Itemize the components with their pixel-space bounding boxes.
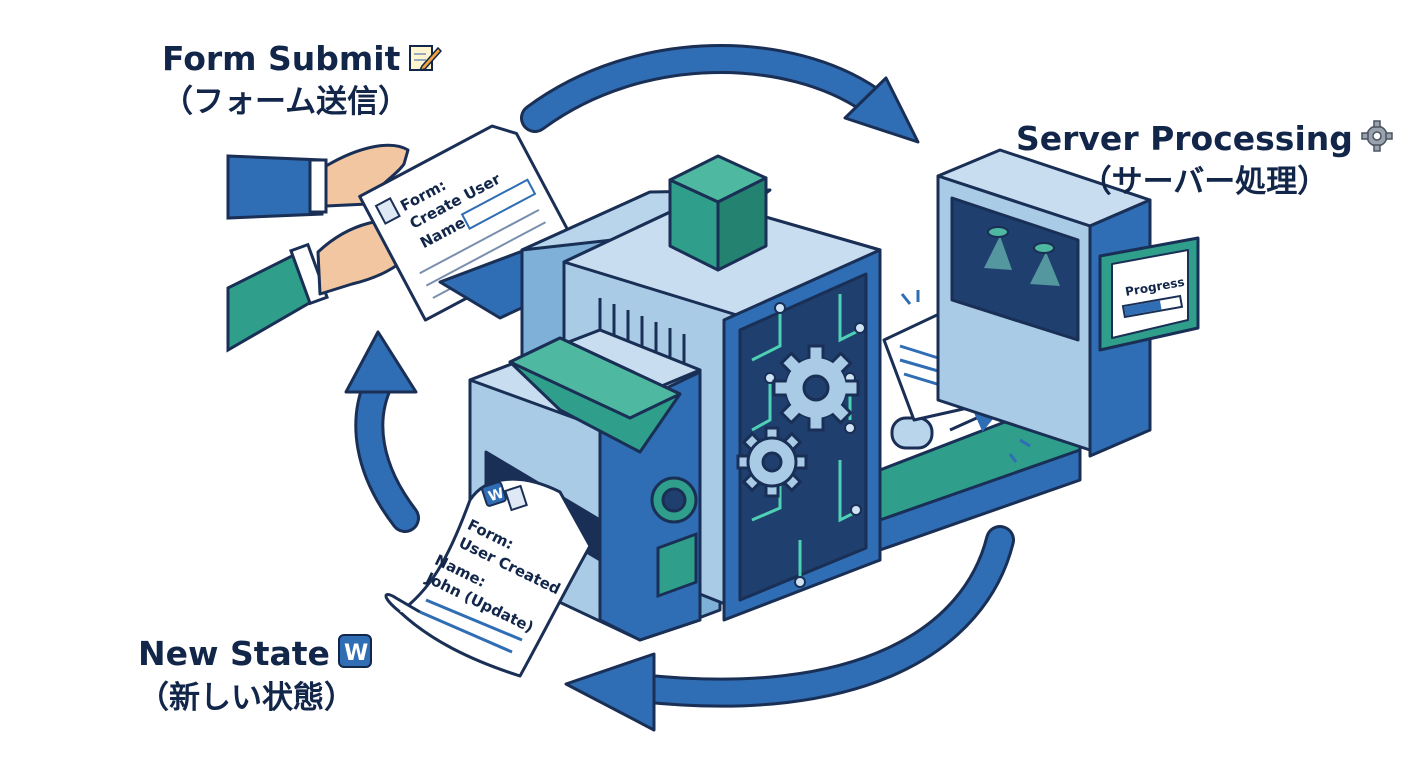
new-state-subtitle: （新しい状態） [138, 679, 355, 716]
input-form-paper: Form: Create User Name: [358, 124, 576, 322]
new-state-title: New State [138, 634, 330, 673]
server-processing-subtitle: （サーバー処理） [1080, 163, 1329, 200]
submitting-hands [226, 143, 418, 353]
name-input-box [460, 178, 537, 230]
progress-bar-fill [1124, 300, 1162, 316]
server-processing-label: Server Processing （サーバー処理） [1016, 118, 1393, 202]
form-doc-icon [374, 197, 401, 225]
server-processing-title: Server Processing [1016, 119, 1353, 158]
form-submit-subtitle: （フォーム送信） [162, 83, 410, 120]
gear-icon [1361, 119, 1393, 162]
new-state-label: New State W （新しい状態） [138, 633, 372, 718]
memo-pencil-icon [408, 40, 443, 82]
gear-large [772, 344, 860, 432]
cycle-arrow-top [520, 44, 920, 144]
w-badge-icon [481, 481, 507, 507]
doc-icon [504, 484, 528, 512]
w-badge-icon: W [337, 633, 372, 678]
server-unit: Progress [936, 148, 1200, 458]
cycle-arrow-bottom [564, 525, 1015, 732]
form-submit-label: Form Submit （フォーム送信） [162, 38, 443, 122]
cycle-arrow-left [344, 330, 420, 533]
gear-small [736, 426, 808, 498]
svg-text:W: W [344, 641, 368, 666]
output-form-paper: W Form: User Created Name: John (Update) [384, 477, 592, 678]
svg-text:W: W [486, 485, 506, 505]
processing-machine [468, 154, 882, 642]
form-submit-title: Form Submit [162, 39, 401, 78]
